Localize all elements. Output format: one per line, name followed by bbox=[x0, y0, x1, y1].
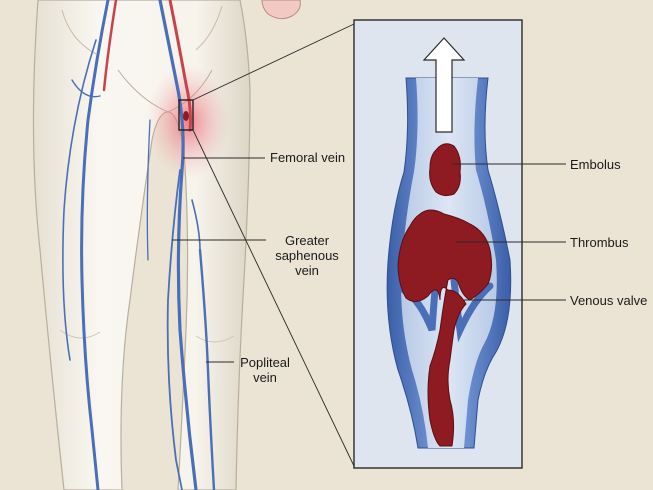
knee-contour-right bbox=[195, 335, 235, 343]
left-leg-branch bbox=[62, 39, 97, 361]
popliteal-vein-path bbox=[198, 248, 216, 490]
left-leg-artery bbox=[102, 0, 118, 92]
thrombus-shape bbox=[397, 209, 493, 447]
femoral-vein-path bbox=[158, 0, 198, 490]
zoom-connector-top bbox=[192, 23, 355, 101]
arrow-up-icon bbox=[422, 37, 466, 133]
label-popliteal-line-1: Popliteal bbox=[240, 355, 290, 370]
femoral-artery-path bbox=[168, 0, 192, 132]
connector-vein-path bbox=[191, 199, 201, 251]
label-popliteal-vein: Popliteal vein bbox=[236, 355, 294, 385]
label-popliteal-line-2: vein bbox=[253, 370, 277, 385]
knee-contour-left bbox=[59, 329, 101, 339]
label-greater-saphenous-line-1: Greater bbox=[284, 233, 330, 248]
label-venous-valve: Venous valve bbox=[570, 293, 648, 308]
detail-panel bbox=[353, 19, 566, 469]
label-greater-saphenous-line-2: saphenous bbox=[275, 248, 339, 263]
label-greater-saphenous-vein: Greater saphenous vein bbox=[270, 233, 344, 278]
zoom-connector-bottom bbox=[192, 129, 355, 467]
zoom-clot bbox=[183, 111, 189, 121]
zoom-box bbox=[178, 99, 194, 131]
inner-branch-path bbox=[146, 119, 151, 261]
label-greater-saphenous-line-3: vein bbox=[295, 263, 319, 278]
label-femoral-vein: Femoral vein bbox=[270, 150, 346, 165]
embolus-shape bbox=[429, 143, 461, 197]
leg-vessels bbox=[62, 0, 216, 490]
left-leg-branch-2 bbox=[71, 79, 101, 98]
left-leg-vein bbox=[80, 0, 110, 490]
inflammation-glow bbox=[146, 64, 230, 180]
hip-contour-right bbox=[195, 5, 223, 51]
hand-shape bbox=[261, 0, 301, 20]
saphenous-vein-path bbox=[166, 169, 183, 490]
label-thrombus: Thrombus bbox=[570, 235, 629, 250]
label-embolus: Embolus bbox=[570, 157, 621, 172]
